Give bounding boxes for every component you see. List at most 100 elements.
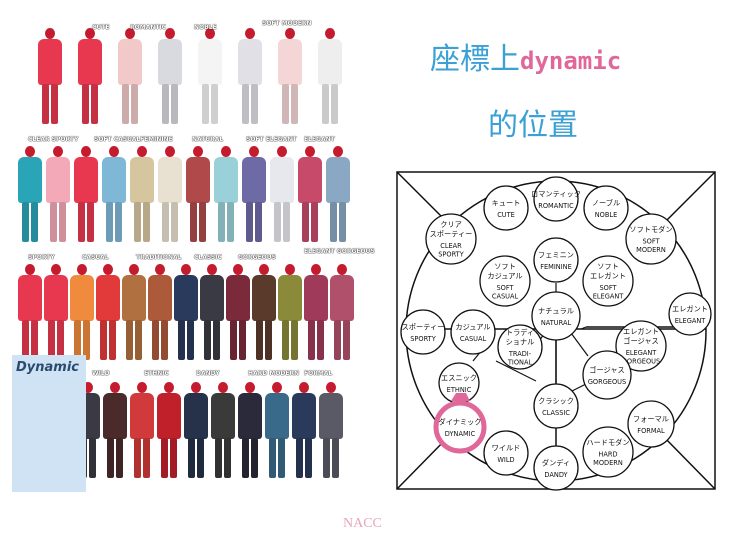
node-label-en: NOBLE (595, 211, 618, 219)
node-formal: フォーマル FORMAL (627, 400, 675, 448)
collage-row-label: DANDY (196, 370, 220, 377)
node-label-jp: ゴージャス (589, 366, 624, 375)
collage-row-label: ELEGANT GORGEOUS (304, 248, 375, 255)
node-label-jp: カジュアル (455, 323, 490, 332)
node-label-en: DYNAMIC (445, 430, 476, 438)
node-label-en: CASUAL (460, 335, 487, 343)
node-label-jp: クラシック (538, 397, 574, 406)
node-label-jp: ナチュラル (538, 307, 574, 316)
collage-row-label: CUTE (92, 24, 110, 31)
ring-gem-icon (451, 393, 470, 401)
collage-row-label: CLEAR SPORTY (28, 136, 79, 143)
node-label-jp: ソフト (597, 262, 619, 271)
node-label-en: CUTE (497, 211, 515, 219)
collage-row-label: NOBLE (194, 24, 217, 31)
collage-row-label: ELEGANT (304, 136, 335, 143)
node-label-en: FORMAL (637, 427, 665, 435)
node-label-en: WILD (497, 456, 514, 464)
collage-row-label: CASUAL (82, 254, 109, 261)
node-label-en: TRADI- (508, 350, 532, 358)
node-circle-dandy (533, 445, 579, 491)
node-label-jp: カジュアル (487, 272, 522, 281)
node-label-jp: エレガント (672, 305, 708, 314)
node-label-en: SOFT (642, 237, 660, 245)
dynamic-highlight-label: Dynamic (16, 360, 80, 375)
node-label-en: ROMANTIC (538, 202, 574, 210)
node-label-jp: エレガント (590, 272, 626, 281)
node-circle-soft-modern (625, 213, 677, 265)
page-title-line2: 的位置 (488, 108, 578, 143)
node-label-jp: フォーマル (633, 415, 669, 424)
node-label-jp: ゴージャス (623, 337, 658, 346)
node-label-en: SOFT (599, 284, 617, 292)
node-label-jp: ロマンティック (531, 190, 581, 199)
node-circle-elegant (668, 292, 712, 336)
node-label-en: MODERN (593, 459, 623, 467)
node-label-jp: クリア (440, 220, 462, 229)
node-label-jp: スポーティー (430, 230, 473, 239)
collage-row-label: HARD MODERN (248, 370, 300, 377)
node-circle-hard-modern (582, 426, 634, 478)
node-casual: カジュアル CASUAL (450, 309, 496, 355)
node-circle-natural (531, 291, 581, 341)
node-circle-elegant-gorgeous (615, 320, 667, 372)
collage-row-label: ETHNIC (144, 370, 169, 377)
node-label-jp: エレガント (623, 327, 659, 336)
node-circle-formal (627, 400, 675, 448)
collage-row-label: TRADITIONAL (136, 254, 182, 261)
node-label-en: MODERN (636, 246, 666, 254)
collage-row-label: SPORTY (28, 254, 55, 261)
node-label-en: GORGEOUS (622, 358, 660, 366)
node-label-jp: ダイナミック (439, 418, 482, 427)
collage-row-label: ROMANTIC (130, 24, 167, 31)
node-natural: ナチュラル NATURAL (531, 291, 581, 341)
node-circle-traditional (497, 324, 543, 370)
collage-row-label: FORMAL (304, 370, 333, 377)
node-label-en: SPORTY (410, 335, 436, 343)
node-circle-soft-elegant (582, 255, 634, 307)
node-label-jp: スポーティー (402, 323, 445, 332)
node-label-en: ELEGANT (593, 293, 625, 301)
collage-row-label: FEMININE (140, 136, 173, 143)
footer-brand: NACC (343, 516, 382, 531)
node-label-en: CASUAL (492, 293, 519, 301)
collage-row-label: WILD (92, 370, 110, 377)
node-label-en: ETHNIC (447, 386, 472, 394)
node-label-jp: ノーブル (592, 199, 620, 208)
node-sporty: スポーティー SPORTY (400, 309, 446, 355)
collage-row-label: GORGEOUS (238, 254, 276, 261)
collage-row-label: CLASSIC (194, 254, 222, 261)
node-circle-cute (483, 185, 529, 231)
node-label-jp: ショナル (506, 338, 535, 347)
node-label-en: HARD (598, 450, 617, 458)
node-label-en: CLASSIC (542, 409, 570, 417)
dynamic-highlight-box (12, 355, 86, 492)
node-circle-noble (583, 185, 629, 231)
node-label-en: SPORTY (438, 251, 464, 259)
node-label-jp: ダンディ (542, 459, 570, 468)
node-label-jp: トラディ (506, 328, 534, 337)
node-label-jp: ハードモダン (586, 438, 629, 447)
node-label-en: NATURAL (541, 319, 572, 327)
node-label-en: TIONAL (507, 359, 533, 367)
collage-row-label: SOFT CASUAL (94, 136, 141, 143)
node-label-en: FEMININE (540, 263, 572, 271)
page-title-line1: 座標上dynamic (430, 34, 621, 78)
node-label-en: GORGEOUS (588, 378, 626, 386)
node-label-en: DANDY (544, 471, 568, 479)
node-label-jp: キュート (492, 199, 521, 208)
node-dynamic: ダイナミック DYNAMIC (433, 393, 487, 454)
node-circle-clear-sporty (425, 213, 477, 265)
